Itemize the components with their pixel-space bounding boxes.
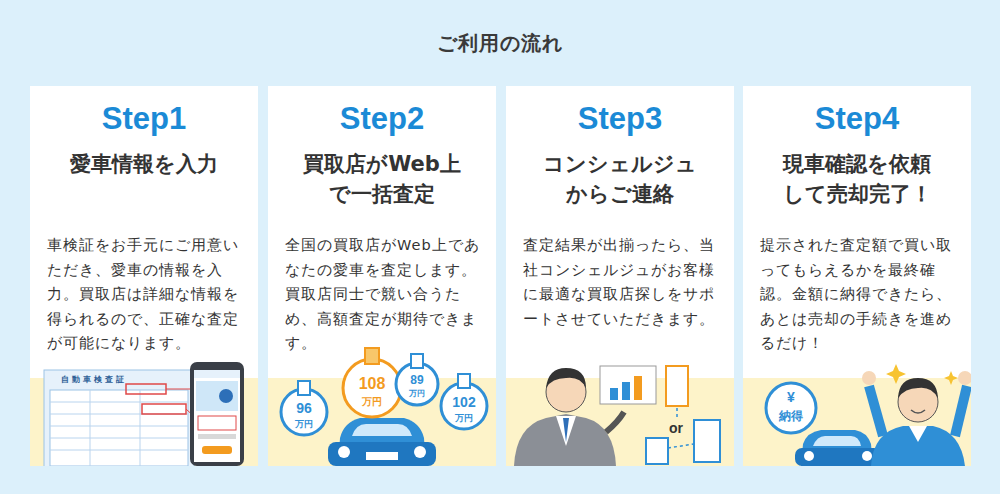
illustration-label: 万円 <box>409 390 425 398</box>
step-description: 査定結果が出揃ったら、当社コンシェルジュがお客様に最適な買取店探しをサポートさせ… <box>523 233 719 331</box>
step-description: 全国の買取店がWeb上であなたの愛車を査定します。買取店同士で競い合うため、高額… <box>285 233 481 356</box>
step-heading: コンシェルジュからご連絡 <box>539 149 701 209</box>
step-description: 提示された査定額で買い取ってもらえるかを最終確認。金額に納得できたら、あとは売却… <box>760 233 956 356</box>
step-heading: 買取店がWeb上で一括査定 <box>301 149 463 209</box>
step-card: Step2 買取店がWeb上で一括査定全国の買取店がWeb上であなたの愛車を査定し… <box>268 86 496 466</box>
step-number: Step1 <box>30 101 258 137</box>
step-card: Step3 コンシェルジュからご連絡査定結果が出揃ったら、当社コンシェルジュがお客… <box>506 86 734 466</box>
illustration-label: ¥ <box>787 390 795 404</box>
step-heading: 現車確認を依頼して売却完了！ <box>776 149 938 209</box>
step-number: Step2 <box>268 101 496 137</box>
page-title: ご利用の流れ <box>0 30 1000 57</box>
illustration-label: 108 <box>359 376 386 392</box>
step-card: Step1 愛車情報を入力車検証をお手元にご用意いただき、愛車の情報を入力。買取店… <box>30 86 258 466</box>
illustration-label: 万円 <box>295 420 313 429</box>
illustration-label: 96 <box>296 401 312 415</box>
illustration-label: 納得 <box>779 410 803 422</box>
illustration-label: 102 <box>452 395 475 409</box>
illustration-label: 自動車検査証 <box>61 376 127 384</box>
illustration-label: or <box>669 421 683 435</box>
illustration-label: 89 <box>410 374 423 386</box>
step-card: Step4 現車確認を依頼して売却完了！ 提示された査定額で買い取ってもらえるかを最… <box>743 86 971 466</box>
step-number: Step3 <box>506 101 734 137</box>
step-heading: 愛車情報を入力 <box>39 149 249 179</box>
step-number: Step4 <box>743 101 971 137</box>
illustration-label: 万円 <box>362 397 382 407</box>
illustration-label: 万円 <box>455 414 473 423</box>
step-description: 車検証をお手元にご用意いただき、愛車の情報を入力。買取店は詳細な情報を得られるの… <box>47 233 243 356</box>
